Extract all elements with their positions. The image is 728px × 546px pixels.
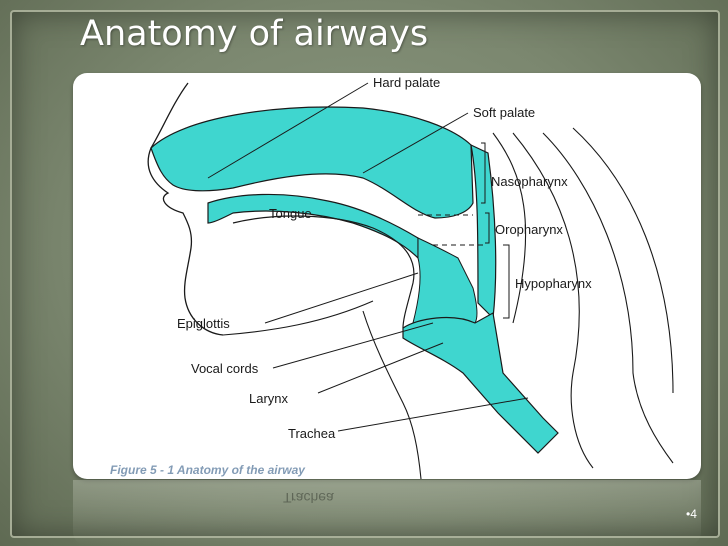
- epiglottis-pointer: [264, 272, 419, 324]
- soft-palate-pointer: [362, 112, 469, 174]
- airway-illustration: Hard palate Soft palate Nasopharynx Tong…: [147, 75, 674, 479]
- slide-reflection: Trachea: [73, 480, 701, 546]
- label-hypopharynx: Hypopharynx: [515, 276, 592, 291]
- oral-cavity-fill: [207, 193, 419, 260]
- hypopharynx-bracket: [503, 244, 510, 319]
- neck-front-outline: [362, 310, 422, 479]
- jaw-outline: [222, 300, 374, 336]
- label-hard-palate: Hard palate: [373, 75, 440, 90]
- trachea-pointer: [337, 397, 529, 432]
- spine-curve-1: [492, 132, 527, 324]
- figure-caption: Figure 5 - 1 Anatomy of the airway: [110, 463, 305, 477]
- spine-curve-4: [572, 127, 674, 394]
- slide-title: Anatomy of airways: [80, 14, 429, 54]
- nasopharynx-bracket: [481, 142, 486, 204]
- label-oropharynx: Oropharynx: [495, 222, 563, 237]
- slide-frame: [10, 10, 720, 538]
- nasal-cavity-fill: [150, 106, 474, 219]
- label-soft-palate: Soft palate: [473, 105, 535, 120]
- label-epiglottis: Epiglottis: [177, 316, 230, 331]
- airway-diagram: Hard palate Soft palate Nasopharynx Tong…: [73, 73, 701, 479]
- page-number: •4: [686, 507, 697, 521]
- label-vocal-cords: Vocal cords: [191, 361, 259, 376]
- larynx-pointer: [317, 342, 444, 394]
- label-nasopharynx: Nasopharynx: [491, 174, 568, 189]
- spine-curve-3: [542, 132, 674, 464]
- face-outline: [147, 82, 224, 336]
- spine-curve-2: [512, 132, 594, 469]
- larynx-trachea-fill: [402, 312, 559, 454]
- oropharynx-bracket: [485, 212, 490, 244]
- hard-palate-pointer: [207, 82, 369, 179]
- vocal-cords-pointer: [272, 322, 434, 369]
- label-tongue: Tongue: [269, 206, 312, 221]
- label-larynx: Larynx: [249, 391, 289, 406]
- reflection-text: Trachea: [283, 490, 334, 506]
- pharynx-fill: [470, 143, 497, 320]
- tongue-outline: [232, 215, 415, 329]
- label-trachea: Trachea: [288, 426, 336, 441]
- oropharynx-fill: [412, 237, 478, 324]
